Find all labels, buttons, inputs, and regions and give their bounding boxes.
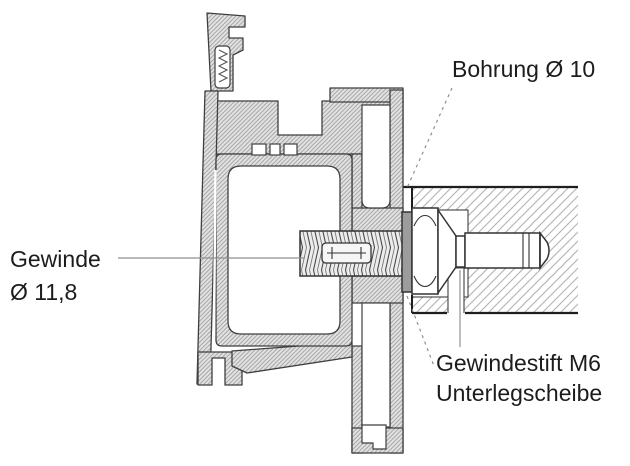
washer (401, 211, 413, 293)
profile-gap (212, 169, 217, 337)
hex-collar (411, 207, 439, 295)
label-gewinde-name: Gewinde (10, 246, 101, 272)
fastener (299, 207, 550, 296)
label-gewinde: Gewinde Ø 11,8 (10, 243, 101, 309)
gasket-spring (217, 49, 229, 83)
leader-lines (118, 87, 461, 367)
label-fastener: Gewindestift M6 Unterlegscheibe (436, 348, 602, 408)
label-unterlegscheibe: Unterlegscheibe (436, 380, 603, 406)
label-gewindestift: Gewindestift M6 (436, 350, 601, 376)
pin-tip (539, 230, 550, 271)
aluminium-profile-section (196, 12, 404, 454)
leader-unterlegscheibe (406, 295, 435, 367)
label-bohrung: Bohrung Ø 10 (452, 56, 596, 82)
pin-neck (455, 235, 466, 268)
profile-voids (214, 45, 391, 450)
label-gewinde-diameter: Ø 11,8 (10, 279, 78, 305)
leader-bohrung (405, 87, 453, 191)
